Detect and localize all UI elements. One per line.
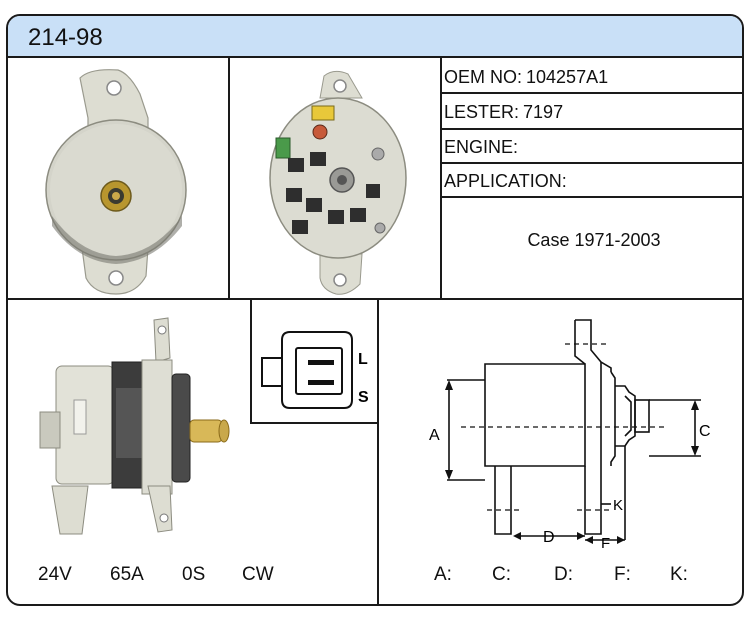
pulley-value: 0S	[182, 564, 206, 585]
oem-label: OEM NO:	[444, 67, 523, 87]
engine-row: ENGINE:	[444, 137, 742, 158]
dim-a-entry: A:	[434, 564, 452, 586]
dim-d-label: D:	[554, 564, 573, 585]
lester-value: 7197	[523, 102, 564, 122]
divider-vertical-top-left	[228, 58, 230, 300]
dimension-f-label: F	[601, 535, 610, 550]
connector-diagram: L S	[261, 331, 369, 409]
dim-a-label: A:	[434, 564, 452, 585]
dimension-a-label: A	[429, 427, 440, 444]
terminal-s-pin	[308, 380, 334, 385]
amperage-value: 65A	[110, 564, 144, 585]
dim-f-entry: F:	[614, 564, 631, 586]
dim-k-entry: K:	[670, 564, 688, 586]
divider-spec-4	[440, 196, 742, 198]
product-card: 214-98 OEM NO:104257A1 LESTER:7197 ENGIN…	[6, 14, 744, 606]
application-label: APPLICATION:	[444, 171, 567, 191]
oem-value: 104257A1	[526, 67, 609, 87]
connector-box-left	[250, 300, 252, 424]
divider-vertical-bottom	[377, 298, 379, 604]
dimension-k-label: K	[613, 497, 623, 514]
part-number-title: 214-98	[28, 24, 103, 51]
connector-box-bottom	[250, 422, 379, 424]
application-value: Case 1971-2003	[527, 230, 661, 250]
alternator-rear-image	[269, 70, 407, 295]
dim-c-label: C:	[492, 564, 511, 585]
dim-d-entry: D:	[554, 564, 573, 586]
alternator-front-image	[45, 69, 187, 295]
application-row: APPLICATION:	[444, 171, 742, 192]
lester-label: LESTER:	[444, 102, 520, 122]
dimension-drawing: A C D K F	[429, 319, 711, 550]
lester-row: LESTER:7197	[444, 102, 742, 123]
divider-vertical-top-right	[440, 58, 442, 300]
divider-spec-2	[440, 128, 742, 130]
dimension-c-label: C	[699, 423, 711, 440]
title-bar: 214-98	[8, 16, 742, 58]
oem-row: OEM NO:104257A1	[444, 67, 742, 88]
dim-c-entry: C:	[492, 564, 511, 586]
alternator-side-image	[39, 317, 230, 535]
dim-k-label: K:	[670, 564, 688, 585]
dim-f-label: F:	[614, 564, 631, 585]
terminal-l-label: L	[358, 351, 368, 368]
divider-spec-1	[440, 92, 742, 94]
rotation-value: CW	[242, 564, 274, 585]
voltage-value: 24V	[38, 564, 72, 585]
engine-label: ENGINE:	[444, 137, 519, 157]
divider-spec-3	[440, 162, 742, 164]
dimension-d-label: D	[543, 529, 555, 546]
terminal-l-pin	[308, 360, 334, 365]
terminal-s-label: S	[358, 389, 369, 406]
divider-horizontal-main	[8, 298, 742, 300]
